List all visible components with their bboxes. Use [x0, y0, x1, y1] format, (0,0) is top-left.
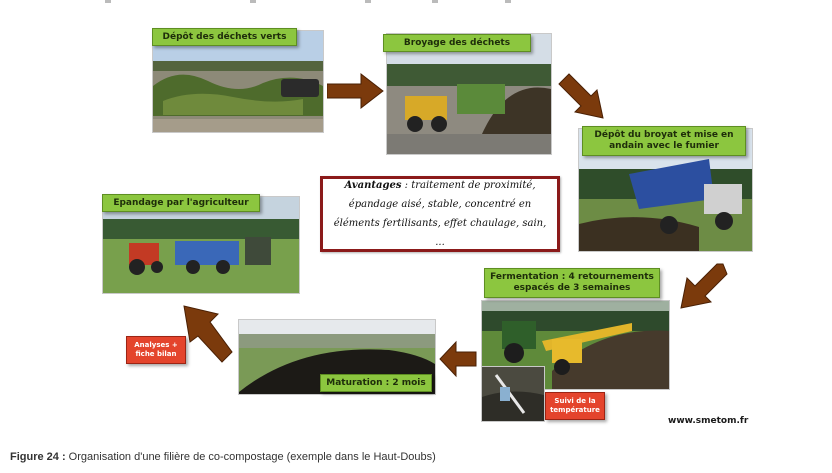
step-label-depot: Dépôt des déchets verts	[152, 28, 297, 46]
arrow-fermentation-to-maturation	[439, 340, 477, 378]
advantages-box: Avantages : traitement de proximité, épa…	[320, 176, 560, 252]
advantages-text: Avantages : traitement de proximité, épa…	[331, 176, 549, 252]
step-label-andain: Dépôt du broyat et mise en andain avec l…	[582, 126, 746, 156]
photo-green-waste-deposit	[152, 30, 324, 133]
step-label-epandage: Epandage par l'agriculteur	[102, 194, 260, 212]
step-label-maturation: Maturation : 2 mois	[320, 374, 432, 392]
source-website: www.smetom.fr	[668, 416, 749, 426]
step-label-fermentation: Fermentation : 4 retournements espacés d…	[484, 268, 660, 298]
figure-caption: Figure 24 : Organisation d'une filière d…	[10, 451, 436, 463]
note-analyses: Analyses + fiche bilan	[126, 336, 186, 364]
photo-fermentation	[481, 300, 670, 390]
photo-shredding	[386, 33, 552, 155]
photo-thermometer	[481, 366, 545, 422]
advantages-body: : traitement de proximité, épandage aisé…	[333, 180, 547, 248]
arrow-broyage-to-andain	[558, 73, 604, 119]
advantages-title: Avantages	[344, 180, 402, 191]
crop-marks	[105, 0, 511, 3]
arrow-andain-to-fermentation	[680, 263, 728, 309]
step-label-broyage: Broyage des déchets	[383, 34, 531, 52]
figure-caption-label: Figure 24 :	[10, 451, 66, 463]
note-temperature: Suivi de la température	[545, 392, 605, 420]
arrow-depot-to-broyage	[327, 72, 384, 110]
arrow-maturation-to-epandage	[183, 305, 233, 363]
figure-caption-text: Organisation d'une filière de co-compost…	[65, 451, 436, 463]
